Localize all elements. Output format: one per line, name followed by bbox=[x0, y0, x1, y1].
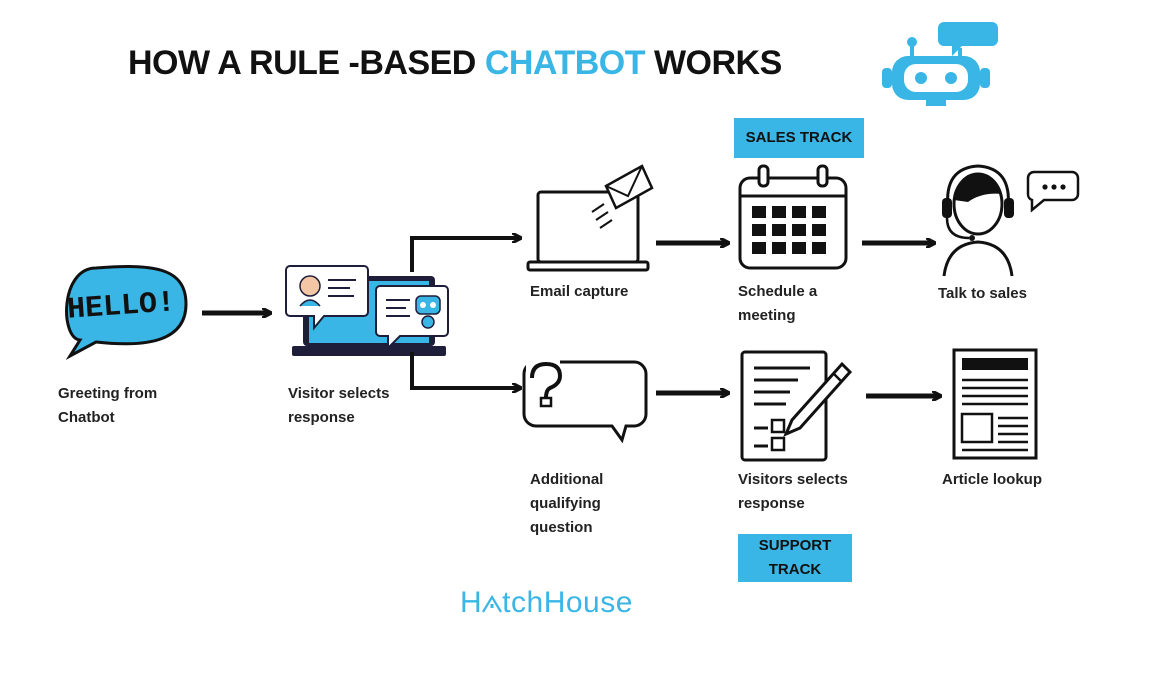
label-visitor-selects: Visitor selects response bbox=[288, 385, 390, 426]
arrow-to-qualifying-question bbox=[410, 352, 520, 388]
robot-icon bbox=[882, 22, 998, 106]
headset-agent-icon bbox=[942, 164, 1080, 277]
label-greeting: Greeting from Chatbot bbox=[58, 385, 158, 426]
hello-bubble-icon: HELLO! bbox=[65, 265, 188, 361]
logo-part-1: H bbox=[460, 586, 483, 619]
hello-bubble-text: HELLO! bbox=[66, 286, 176, 327]
label-schedule-meeting: Schedule a meeting bbox=[738, 283, 818, 324]
house-roof-icon bbox=[482, 588, 503, 613]
form-pencil-icon bbox=[740, 350, 853, 462]
label-talk-to-sales: Talk to sales bbox=[938, 285, 1027, 302]
support-track-badge: SUPPORT TRACK bbox=[738, 534, 852, 582]
chat-laptop-icon bbox=[285, 265, 449, 356]
label-article-lookup: Article lookup bbox=[942, 471, 1043, 488]
article-icon bbox=[952, 348, 1038, 460]
arrow-to-email-capture bbox=[410, 238, 520, 272]
page-title: HOW A RULE -BASED CHATBOT WORKS bbox=[128, 44, 782, 83]
label-email-capture: Email capture bbox=[530, 283, 629, 300]
label-visitors-selects: Visitors selects response bbox=[738, 471, 848, 512]
email-laptop-icon bbox=[526, 164, 654, 272]
sales-track-badge: SALES TRACK bbox=[734, 118, 864, 158]
logo-part-2: tchHouse bbox=[502, 586, 633, 619]
label-qualifying-question: Additional qualifying question bbox=[530, 471, 604, 536]
calendar-icon bbox=[738, 164, 848, 270]
question-bubble-icon bbox=[522, 356, 648, 444]
title-prefix: HOW A RULE -BASED bbox=[128, 44, 485, 82]
title-suffix: WORKS bbox=[645, 44, 782, 82]
title-accent: CHATBOT bbox=[484, 44, 646, 82]
